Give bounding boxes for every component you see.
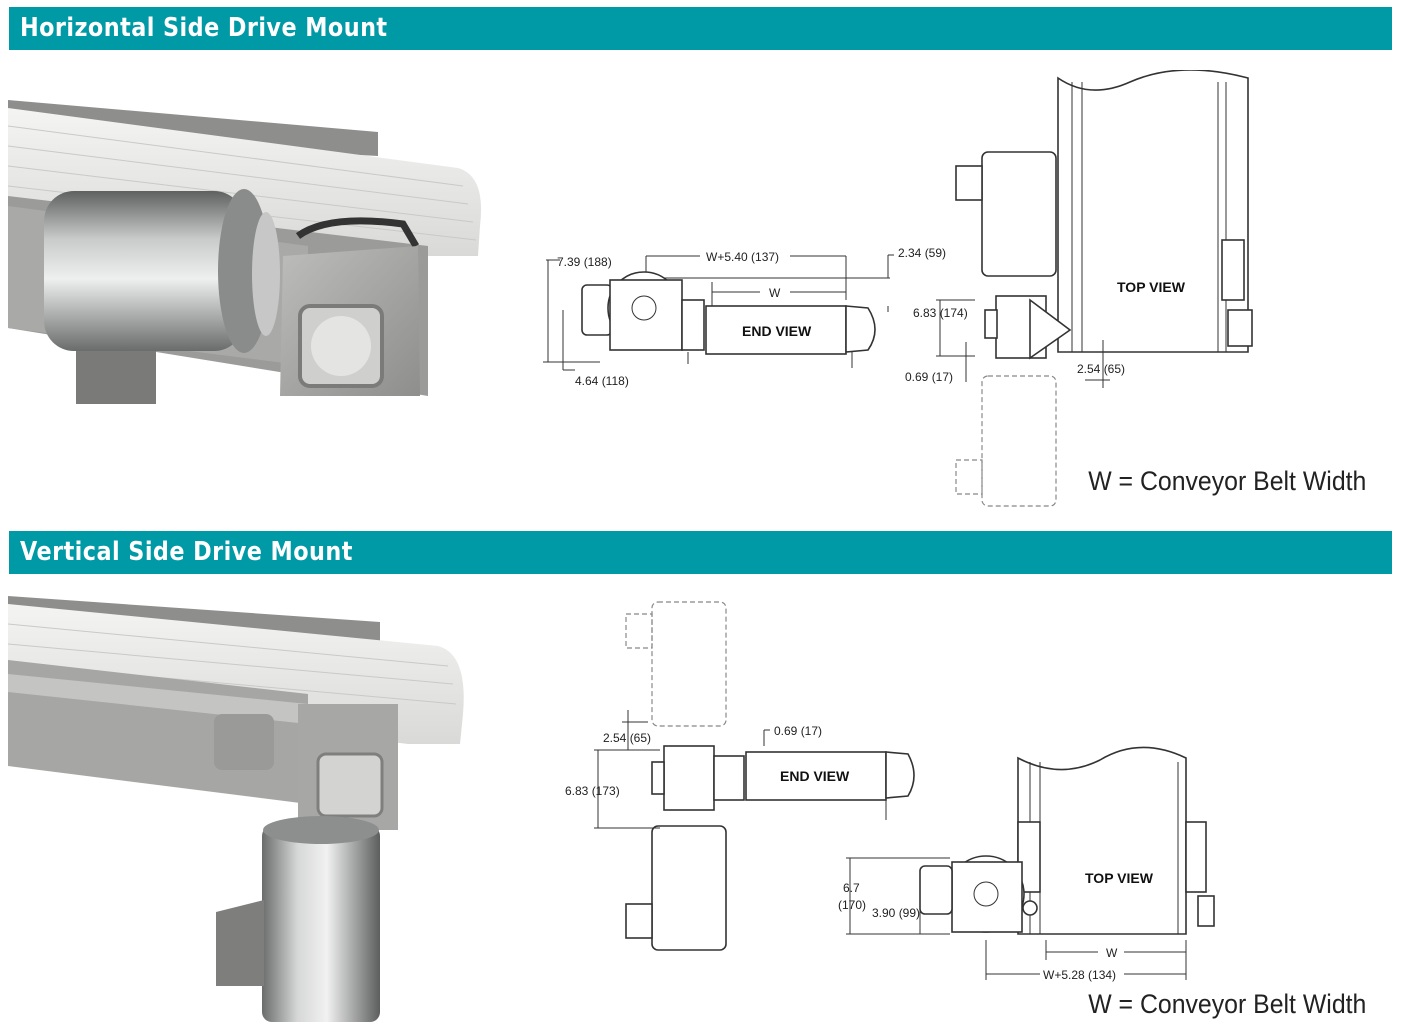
dimension-label: W+5.28 (134) — [1043, 968, 1116, 982]
section-banner-horizontal: Horizontal Side Drive Mount — [9, 7, 1392, 50]
dimension-label: 6.7 — [843, 881, 860, 895]
dimension-label: 0.69 (17) — [905, 370, 953, 384]
legend-belt-width: W = Conveyor Belt Width — [1087, 466, 1366, 496]
conveyor-photo-horizontal — [8, 100, 482, 404]
top-view-vertical — [846, 746, 1215, 980]
dimension-label: 4.64 (118) — [575, 374, 629, 388]
dimension-label: 2.54 (65) — [1077, 362, 1125, 376]
section-title: Horizontal Side Drive Mount — [20, 13, 388, 43]
dimension-label: 3.90 (99) — [872, 906, 920, 920]
dimension-label: 6.83 (173) — [565, 784, 620, 798]
dimension-label: (170) — [838, 898, 866, 912]
drawing-horizontal-side-drive: END VIEW TOP VIEW 7.39 (188) W+5.40 (137… — [543, 70, 1253, 507]
dimension-label: 2.54 (65) — [603, 731, 651, 745]
end-view-vertical — [594, 601, 915, 951]
section-banner-vertical: Vertical Side Drive Mount — [9, 531, 1392, 574]
dimension-label: W+5.40 (137) — [706, 250, 779, 264]
end-view-horizontal — [543, 254, 894, 371]
section-title: Vertical Side Drive Mount — [20, 537, 353, 567]
end-view-label: END VIEW — [780, 768, 850, 784]
dimension-label: 2.34 (59) — [898, 246, 946, 260]
dimension-label: W — [769, 286, 781, 300]
top-view-label: TOP VIEW — [1117, 279, 1186, 295]
conveyor-photo-vertical — [8, 596, 464, 1022]
dimension-label: W — [1106, 946, 1118, 960]
drawing-vertical-side-drive: END VIEW TOP VIEW 2.54 (65) 0.69 (17) 6.… — [565, 601, 1215, 982]
top-view-horizontal — [936, 70, 1253, 507]
legend-belt-width: W = Conveyor Belt Width — [1087, 989, 1366, 1019]
dimension-label: 7.39 (188) — [557, 255, 612, 269]
dimension-label: 6.83 (174) — [913, 306, 968, 320]
dimension-label: 0.69 (17) — [774, 724, 822, 738]
top-view-label: TOP VIEW — [1085, 870, 1154, 886]
end-view-label: END VIEW — [742, 323, 812, 339]
